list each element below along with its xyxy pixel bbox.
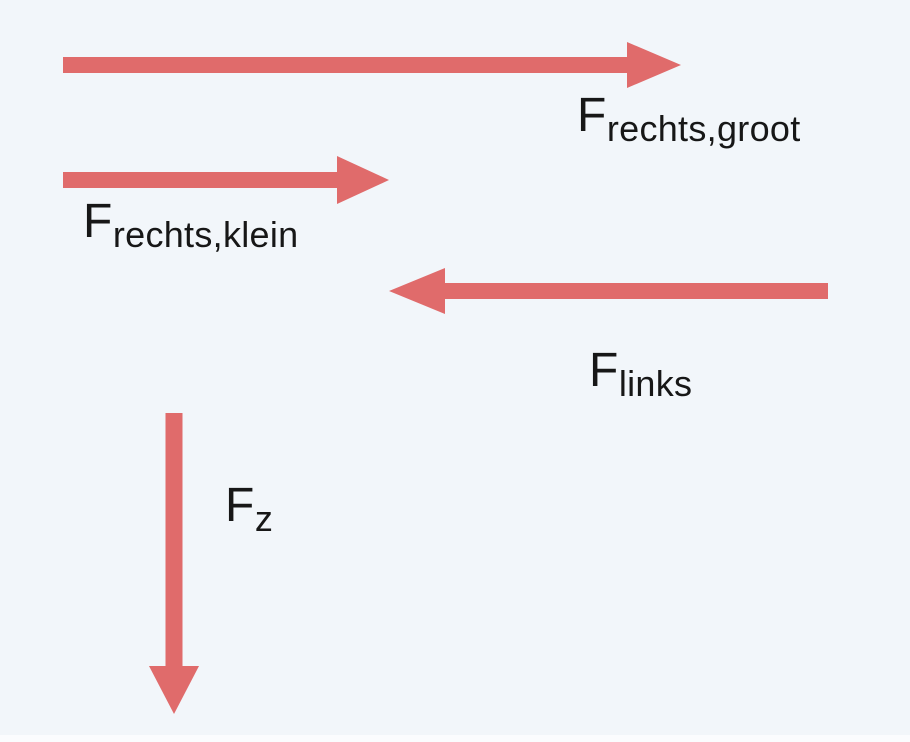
force-symbol: F <box>589 344 619 397</box>
label-f-rechts-klein: Frechts,klein <box>83 198 299 253</box>
label-f-links: Flinks <box>589 347 692 402</box>
force-symbol: F <box>83 195 113 248</box>
label-f-rechts-groot: Frechts,groot <box>577 92 801 147</box>
arrow-head <box>627 42 681 88</box>
force-subscript: links <box>618 363 693 405</box>
force-symbol: F <box>577 89 607 142</box>
arrow-rechts-groot <box>63 42 681 88</box>
force-symbol: F <box>225 479 255 532</box>
arrow-z <box>149 413 199 714</box>
label-f-z: Fz <box>225 482 273 537</box>
arrow-rechts-klein <box>63 156 389 204</box>
arrow-head <box>149 666 199 714</box>
force-subscript: rechts,groot <box>606 108 801 150</box>
arrow-links <box>389 268 828 314</box>
bottom-edge-strip <box>0 735 910 742</box>
force-subscript: rechts,klein <box>112 214 299 256</box>
force-subscript: z <box>254 498 274 540</box>
arrow-head <box>389 268 445 314</box>
arrow-head <box>337 156 389 204</box>
